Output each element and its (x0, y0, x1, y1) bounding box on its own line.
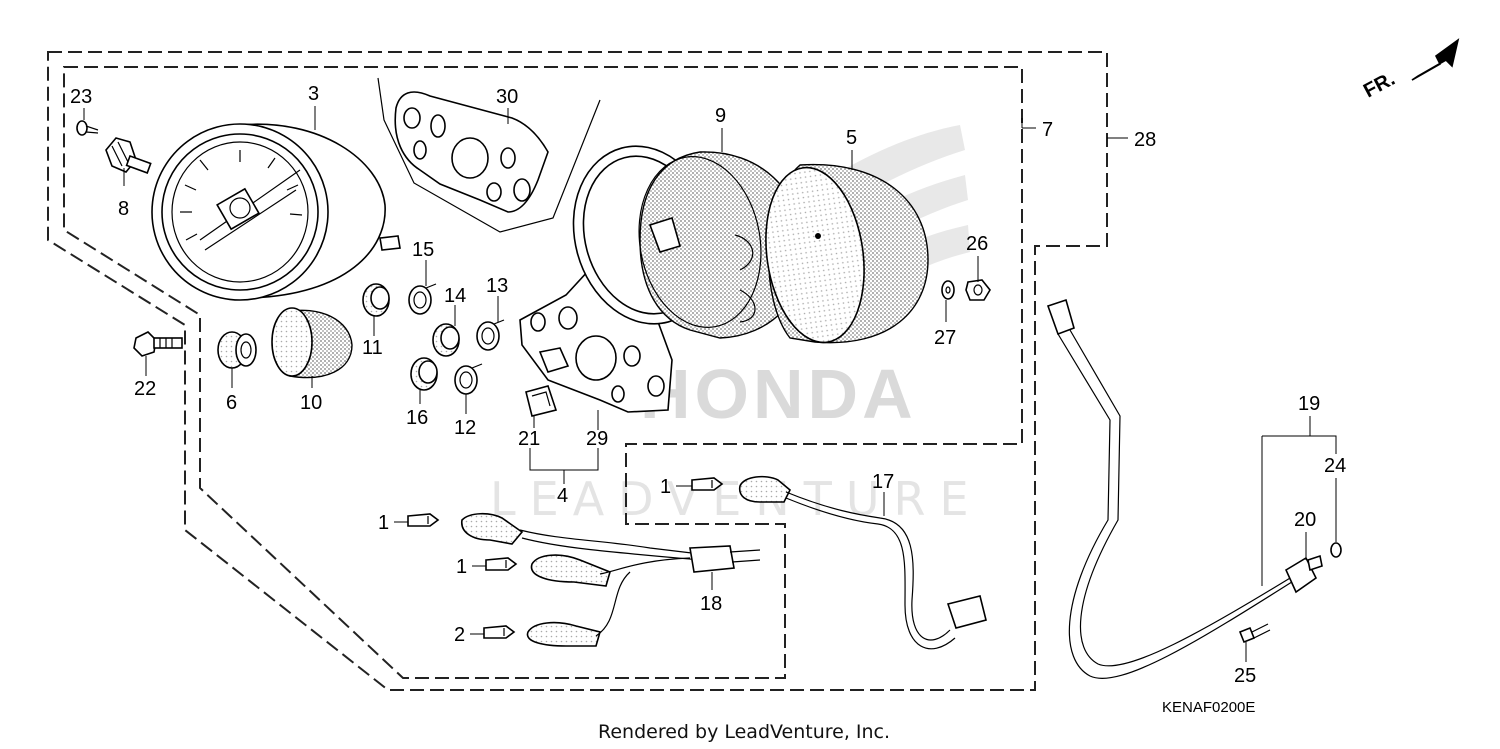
callout-10: 10 (300, 392, 322, 414)
part-1-bulb-a (407, 513, 440, 527)
callout-22: 22 (134, 378, 156, 400)
callout-leaders (83, 106, 1337, 662)
callout-7: 7 (1042, 119, 1053, 141)
callout-19: 19 (1298, 393, 1320, 415)
callout-1-upper: 1 (378, 512, 389, 534)
part-22-bolt (133, 331, 183, 357)
assembly-28-boundary (47, 51, 1108, 691)
callout-29: 29 (586, 428, 608, 450)
callout-24: 24 (1324, 455, 1346, 477)
part-19-speedometer-cable (1046, 298, 1323, 679)
callout-25: 25 (1234, 665, 1256, 687)
assembly-7-boundary (63, 66, 1023, 679)
part-18-wire-harness (461, 512, 761, 647)
part-24-washer (1330, 542, 1342, 558)
honda-watermark: HONDA (640, 355, 917, 433)
callout-2: 2 (454, 624, 465, 646)
part-3-speedometer (151, 123, 401, 301)
front-direction-arrow: FR. (1360, 38, 1460, 103)
callout-21: 21 (518, 428, 540, 450)
callout-15: 15 (412, 239, 434, 261)
part-25-screw (1238, 623, 1271, 644)
part-30-panel (394, 91, 549, 213)
callout-1-right: 1 (660, 476, 671, 498)
callout-28: 28 (1134, 129, 1156, 151)
front-direction-label: FR. (1360, 68, 1399, 103)
callout-1-middle: 1 (456, 556, 467, 578)
callout-12: 12 (454, 417, 476, 439)
part-2-bulb (483, 625, 516, 639)
part-11-socket (362, 283, 390, 317)
callout-27: 27 (934, 327, 956, 349)
callout-labels: 23 3 8 30 9 5 7 28 26 27 15 14 13 11 22 … (70, 83, 1346, 687)
part-1-bulb-c (691, 477, 724, 491)
part-17-wire-harness (738, 475, 987, 650)
callout-17: 17 (872, 471, 894, 493)
leadventure-watermark: LEADVENTURE (490, 472, 983, 526)
part-5-meter-cup (765, 163, 929, 344)
callout-30: 30 (496, 86, 518, 108)
callout-9: 9 (715, 105, 726, 127)
part-6-grommet (217, 331, 257, 369)
callout-8: 8 (118, 198, 129, 220)
callout-3: 3 (308, 83, 319, 105)
cover-30-group-frame (377, 77, 601, 233)
callout-6: 6 (226, 392, 237, 414)
part-23-screw (76, 120, 99, 136)
part-16-socket (410, 357, 438, 391)
callout-20: 20 (1294, 509, 1316, 531)
part-27-washer (941, 280, 955, 300)
callout-18: 18 (700, 593, 722, 615)
part-21-lens (525, 385, 558, 417)
callout-11: 11 (362, 337, 383, 359)
part-9-housing (638, 151, 806, 339)
part-14-socket (432, 323, 460, 357)
callout-26: 26 (966, 233, 988, 255)
part-26-nut (965, 279, 991, 301)
callout-16: 16 (406, 407, 428, 429)
part-12-clip (454, 363, 483, 395)
footer-credit: Rendered by LeadVenture, Inc. (598, 721, 890, 743)
callout-4: 4 (557, 485, 568, 507)
diagram-code: KENAF0200E (1162, 699, 1255, 716)
part-10-cushion (271, 307, 353, 379)
part-1-bulb-b (485, 557, 518, 571)
part-13-clip (476, 319, 505, 351)
callout-23: 23 (70, 86, 92, 108)
part-8-reset-knob (105, 137, 152, 174)
callout-14: 14 (444, 285, 466, 307)
callout-13: 13 (486, 275, 508, 297)
callout-5: 5 (846, 127, 857, 149)
part-15-clip (408, 283, 437, 315)
